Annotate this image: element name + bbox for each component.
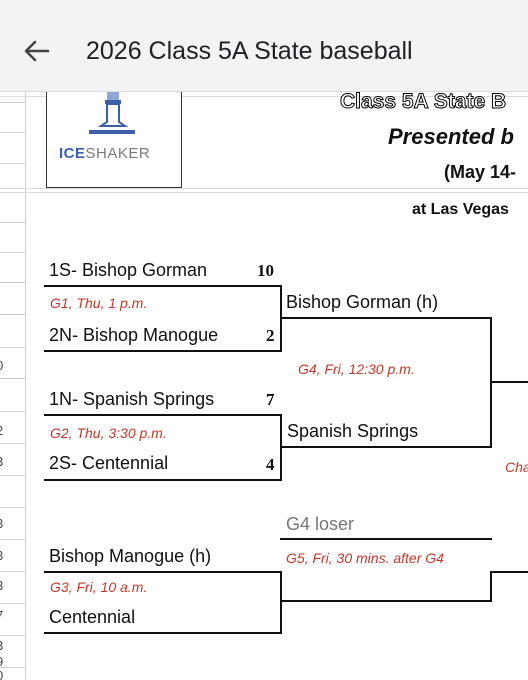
g1-team-top[interactable]: 1S- Bishop Gorman: [49, 260, 208, 280]
row-number: 9: [0, 654, 3, 669]
g4-team-bottom[interactable]: Spanish Springs: [287, 421, 419, 441]
sheet-gridline: [0, 96, 528, 97]
row-divider: [0, 163, 26, 164]
bracket-line: [44, 571, 282, 573]
back-button[interactable]: [20, 34, 54, 68]
bracket-line: [44, 479, 282, 481]
row-divider: [0, 603, 26, 604]
row-divider: [0, 252, 26, 253]
row-number: 3: [0, 578, 3, 593]
g1-info: G1, Thu, 1 p.m.: [50, 295, 148, 311]
row-number: 2: [0, 423, 3, 438]
row-divider: [0, 443, 26, 444]
row-divider: [0, 539, 26, 540]
g2-team-bottom[interactable]: 2S- Centennial: [49, 453, 169, 473]
bracket-line: [44, 285, 282, 287]
iceshaker-bottle-icon: [89, 92, 135, 134]
g1-team-bottom[interactable]: 2N- Bishop Manogue: [49, 325, 219, 345]
bracket-line: [490, 381, 528, 383]
row-divider: [0, 667, 26, 668]
g4-info: G4, Fri, 12:30 p.m.: [298, 361, 415, 377]
row-divider: [0, 102, 26, 103]
bracket-line: [490, 571, 528, 573]
logo-wordmark: ICESHAKER: [59, 145, 151, 162]
bracket-line: [44, 632, 282, 634]
g2-score-top: 7: [266, 390, 275, 409]
g2-team-top[interactable]: 1N- Spanish Springs: [49, 389, 215, 409]
g2-info: G2, Thu, 3:30 p.m.: [50, 425, 167, 441]
location: at Las Vegas: [412, 201, 509, 218]
championship-info: Cha: [505, 459, 528, 475]
row-divider: [0, 222, 26, 223]
row-divider: [0, 475, 26, 476]
row-number: 7: [0, 608, 3, 623]
g1-score-top: 10: [257, 261, 274, 280]
bracket-line: [280, 538, 492, 540]
g3-team-bottom[interactable]: Centennial: [49, 607, 136, 627]
g1-score-bottom: 2: [266, 326, 275, 345]
g3-info: G3, Fri, 10 a.m.: [50, 579, 148, 595]
bracket-line: [490, 571, 492, 601]
row-number: 3: [0, 548, 3, 563]
presented-by: Presented b: [388, 124, 514, 149]
g3-team-top[interactable]: Bishop Manogue (h): [49, 546, 212, 566]
row-number: 3: [0, 516, 3, 531]
row-number: 0: [0, 358, 3, 373]
bracket-line: [280, 446, 492, 448]
row-number: 3: [0, 454, 3, 469]
tournament-title: Class 5A State B: [339, 90, 507, 114]
row-divider: [0, 411, 26, 412]
row-header-gutter: 0 2 3 3 3 3 7 3 9 0: [0, 92, 26, 680]
bracket-line: [44, 414, 282, 416]
row-divider: [0, 282, 26, 283]
sheet-gridline: [0, 188, 528, 189]
g5-team-top[interactable]: G4 loser: [286, 514, 355, 534]
date-range: (May 14-: [444, 162, 517, 182]
row-number: 0: [0, 668, 3, 680]
app-bar: 2026 Class 5A State baseball: [0, 0, 528, 92]
row-number: 3: [0, 638, 3, 653]
row-divider: [0, 571, 26, 572]
row-divider: [0, 347, 26, 348]
row-divider: [0, 635, 26, 636]
row-divider: [0, 378, 26, 379]
iceshaker-logo: ICESHAKER: [46, 92, 182, 188]
row-divider: [0, 132, 26, 133]
bracket-line: [280, 600, 492, 602]
arrow-left-icon: [24, 40, 50, 62]
g2-score-bottom: 4: [266, 455, 275, 474]
sheet-gridline: [0, 192, 528, 193]
bracket-line: [280, 571, 282, 633]
row-divider: [0, 314, 26, 315]
row-divider: [0, 507, 26, 508]
document-title: 2026 Class 5A State baseball: [86, 37, 413, 65]
bracket-line: [280, 317, 492, 319]
bracket-line: [44, 350, 282, 352]
g5-info: G5, Fri, 30 mins. after G4: [286, 550, 444, 566]
g4-team-top[interactable]: Bishop Gorman (h): [286, 292, 439, 312]
